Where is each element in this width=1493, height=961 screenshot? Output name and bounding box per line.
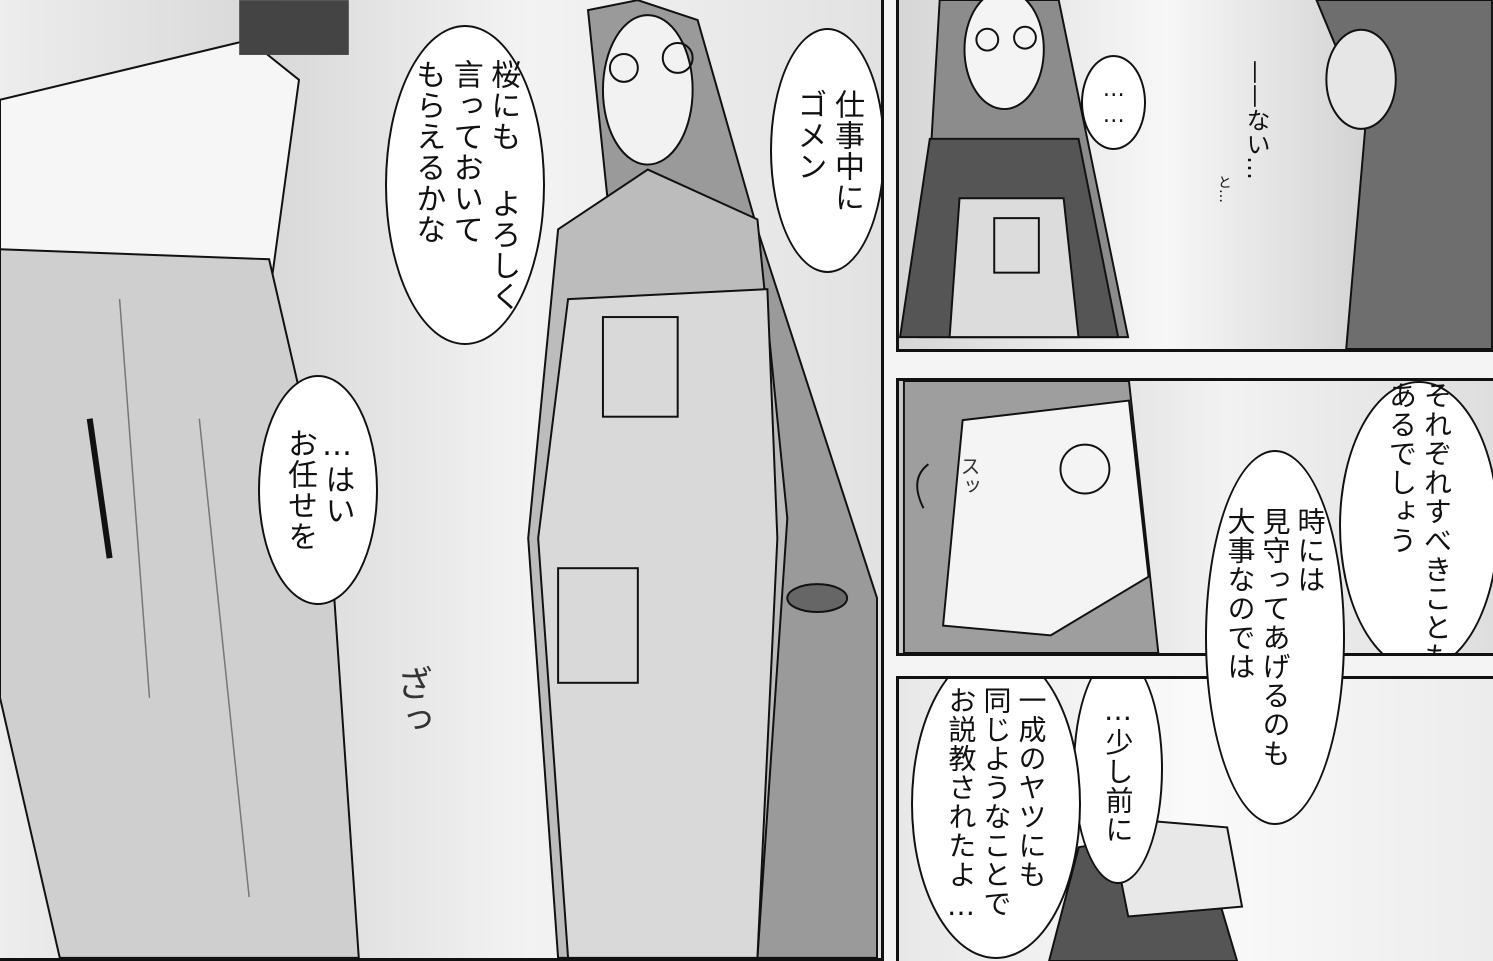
speech-bubble-text: それぞれすべきことも あるでしょう — [1385, 381, 1453, 656]
speech-bubble-advice-2: 時には 見守ってあげるのも 大事なのでは — [1205, 450, 1345, 825]
top-right-panel-artwork — [899, 0, 1493, 349]
sound-effect: ざっ — [391, 665, 432, 737]
speech-bubble-advice-1: それぞれすべきことも あるでしょう — [1339, 381, 1493, 656]
small-whisper-text: と… — [1216, 175, 1232, 203]
speech-bubble-silence: …… — [1081, 55, 1146, 150]
speech-bubble-text: …… — [1101, 76, 1127, 129]
middle-right-panel-artwork — [902, 381, 1160, 653]
main-panel: 仕事中に ゴメン 桜にも よろしく 言っておいて もらえるかな …はい お任せを… — [0, 0, 884, 961]
sound-effect: スッ — [957, 456, 981, 496]
speech-bubble-text: 時には 見守ってあげるのも 大事なのでは — [1223, 507, 1327, 768]
middle-right-panel: スッ それぞれすべきことも あるでしょう — [896, 378, 1493, 656]
bottom-right-panel: …少し前に 一成のヤツにも 同じようなことで お説教されたよ… — [896, 676, 1493, 961]
speech-bubble-confession-2: 一成のヤツにも 同じようなことで お説教されたよ… — [911, 679, 1081, 959]
speech-bubble-text: …少し前に — [1101, 694, 1135, 844]
speech-bubble-request: 桜にも よろしく 言っておいて もらえるかな — [385, 25, 545, 345]
whisper-text: ——ない… — [1242, 60, 1270, 180]
speech-bubble-text: 桜にも よろしく 言っておいて もらえるかな — [410, 58, 521, 312]
speech-bubble-text: …はい お任せを — [282, 428, 355, 552]
top-right-panel: …… ——ない… と… — [896, 0, 1493, 352]
speech-bubble-reply: …はい お任せを — [258, 375, 378, 605]
speech-bubble-apology: 仕事中に ゴメン — [770, 28, 881, 273]
speech-bubble-text: 一成のヤツにも 同じようなことで お説教されたよ… — [944, 685, 1048, 923]
speech-bubble-confession-1: …少し前に — [1073, 679, 1163, 884]
speech-bubble-text: 仕事中に ゴメン — [791, 88, 865, 213]
